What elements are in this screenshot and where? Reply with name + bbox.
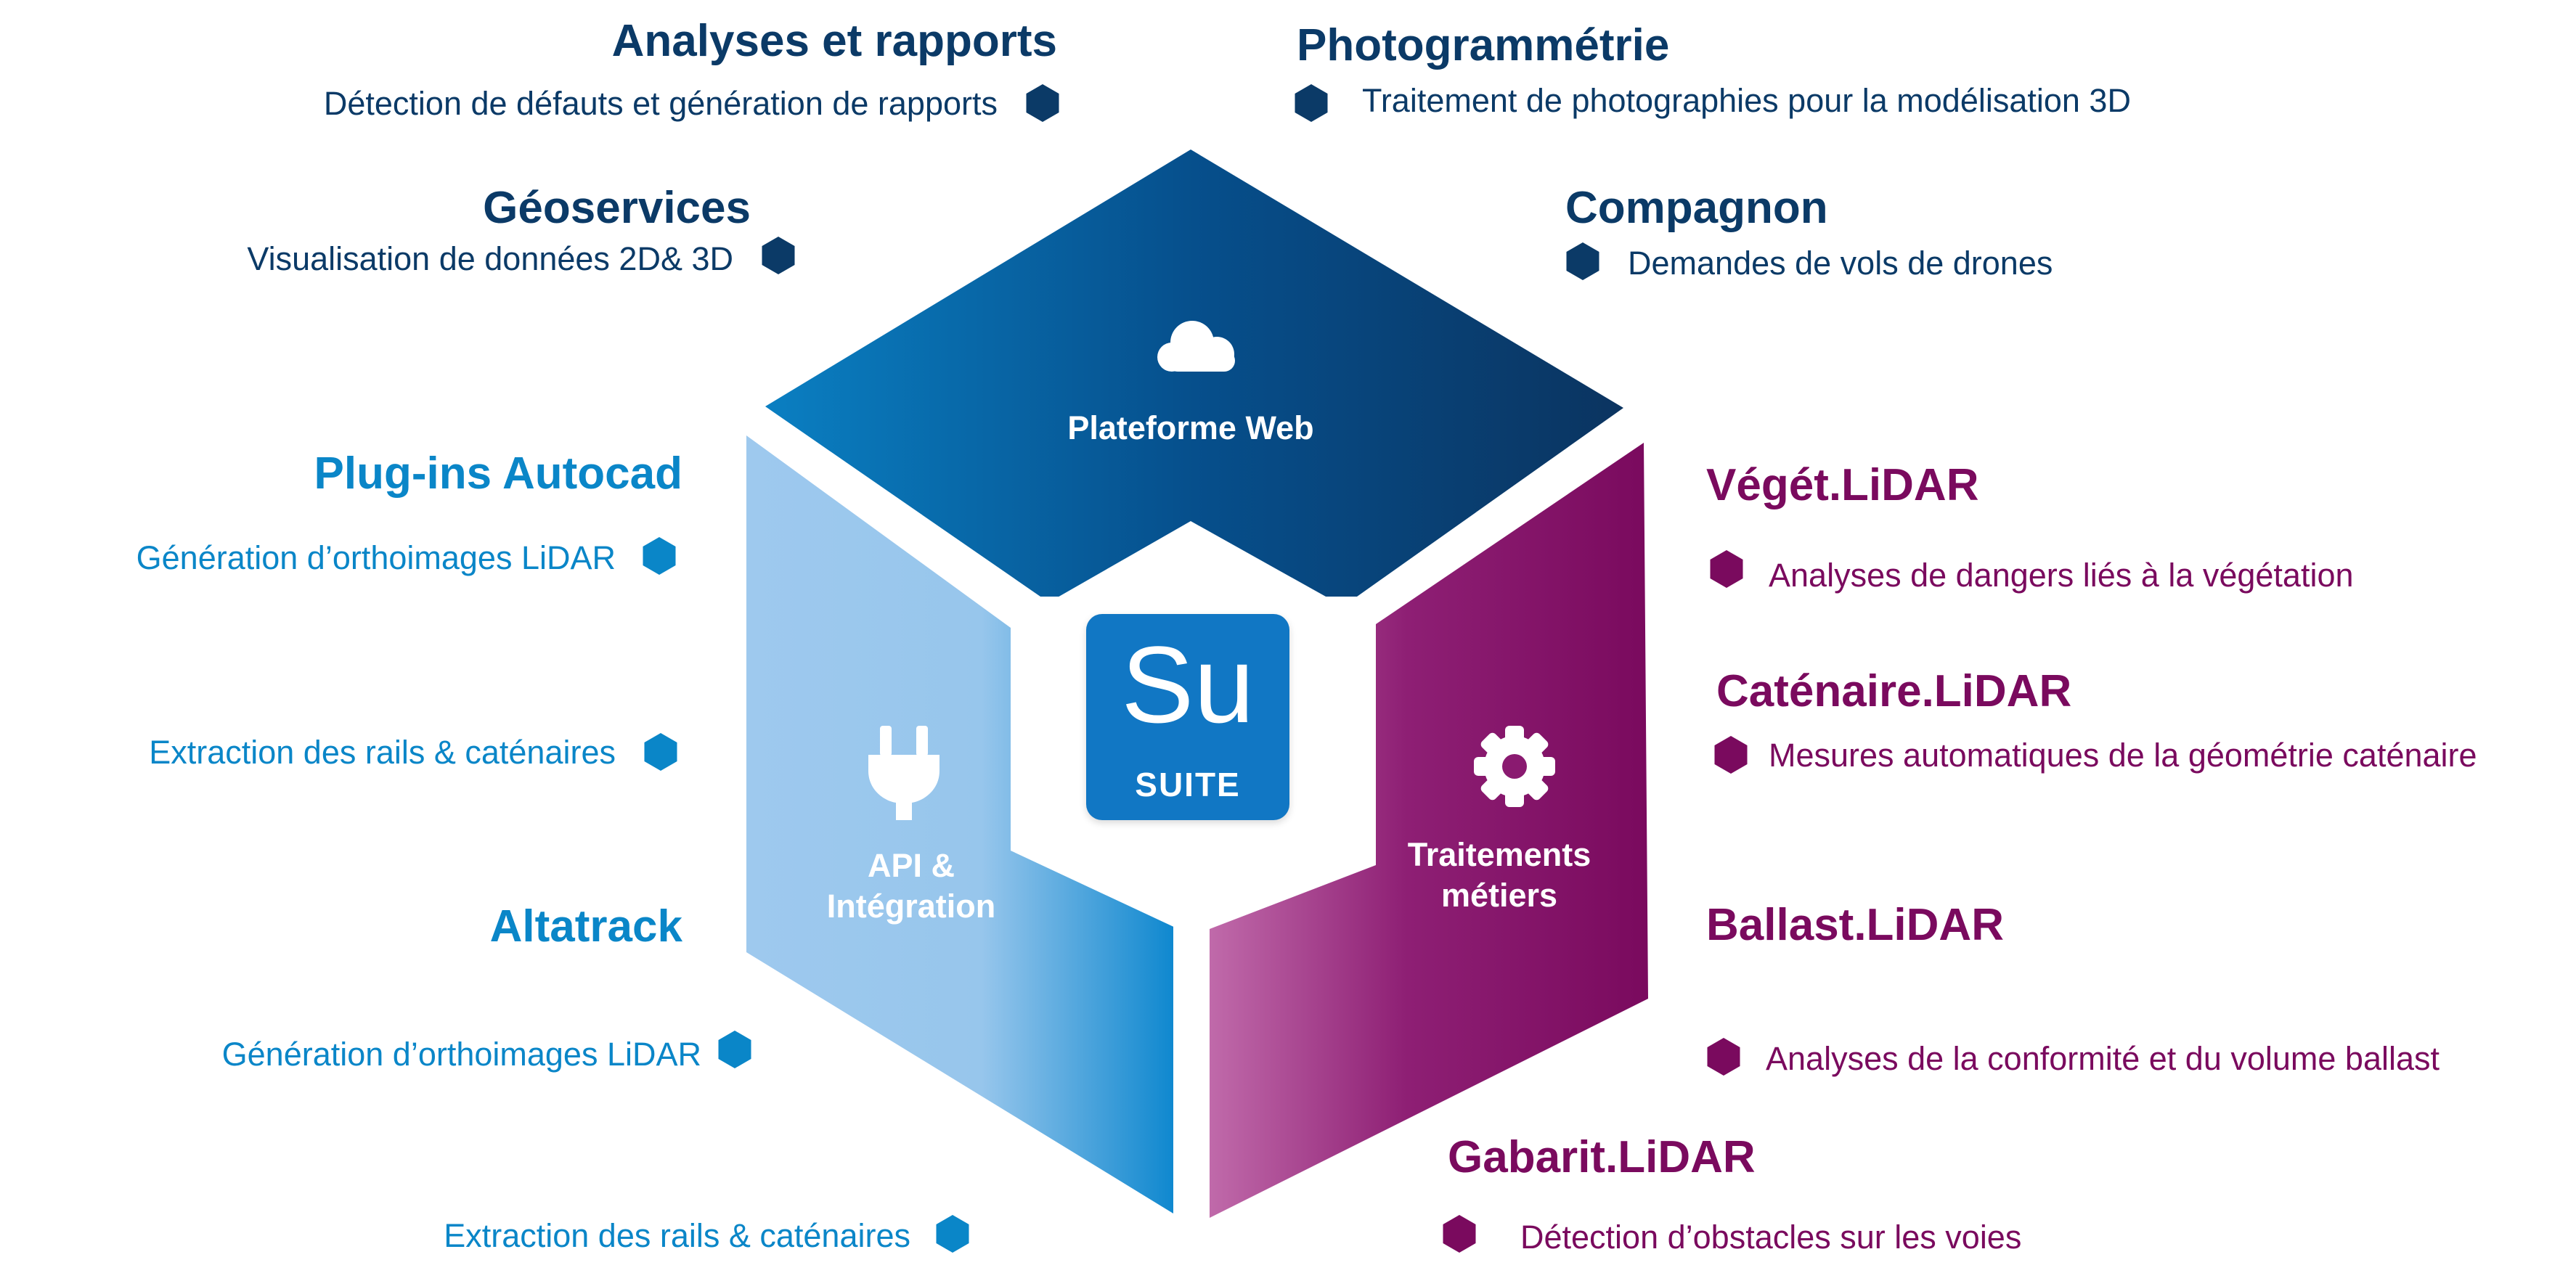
catenaire-title: Caténaire.LiDAR [1716,666,2072,716]
analyses-title: Analyses et rapports [611,16,1057,66]
photogrammetrie-bullet-hexagon-icon [1295,84,1328,122]
compagnon-bullet-hexagon-icon [1566,242,1599,280]
veget-desc: Analyses de dangers liés à la végétation [1769,557,2354,594]
label-metiers-line1: Traitements [1407,836,1591,873]
plugins-item-1: Génération d’orthoimages LiDAR [136,539,616,576]
gabarit-desc: Détection d’obstacles sur les voies [1520,1219,2022,1256]
left-face [746,435,1173,1213]
gabarit-title: Gabarit.LiDAR [1448,1132,1756,1182]
label-api-integration: API & Intégration [777,846,1046,928]
label-plateforme-web: Plateforme Web [1067,409,1314,446]
analyses-bullet-hexagon-icon [1026,84,1059,122]
suite-logo: Su SUITE [1086,614,1289,820]
gear-icon [1474,726,1555,807]
logo-symbol: Su [1121,623,1255,745]
cloud-icon [1157,321,1235,372]
altatrack-bullet-1-hexagon-icon [718,1031,751,1068]
plugins-bullet-2-hexagon-icon [644,733,677,771]
compagnon-desc: Demandes de vols de drones [1628,245,2053,282]
label-metiers-line2: métiers [1440,877,1558,914]
veget-bullet-hexagon-icon [1710,550,1743,588]
photogrammetrie-title: Photogrammétrie [1297,20,1670,70]
plugins-item-2: Extraction des rails & caténaires [149,734,616,771]
geoservices-bullet-hexagon-icon [762,237,795,274]
label-traitements-metiers: Traitements métiers [1365,835,1634,917]
altatrack-bullet-2-hexagon-icon [936,1215,969,1253]
altatrack-item-1: Génération d’orthoimages LiDAR [221,1036,701,1073]
catenaire-desc: Mesures automatiques de la géométrie cat… [1769,737,2477,774]
altatrack-title: Altatrack [489,901,682,951]
top-face [765,150,1623,597]
ballast-title: Ballast.LiDAR [1706,900,2004,950]
plugins-title: Plug-ins Autocad [314,449,682,499]
geoservices-title: Géoservices [483,183,751,233]
logo-caption: SUITE [1135,766,1241,803]
plugins-bullet-1-hexagon-icon [643,537,676,575]
photogrammetrie-desc: Traitement de photographies pour la modé… [1362,82,2131,119]
ballast-desc: Analyses de la conformité et du volume b… [1766,1040,2440,1077]
altatrack-item-2: Extraction des rails & caténaires [444,1217,910,1254]
gabarit-bullet-hexagon-icon [1443,1215,1476,1253]
plug-icon [868,726,939,820]
analyses-desc: Détection de défauts et génération de ra… [323,85,998,122]
catenaire-bullet-hexagon-icon [1714,736,1748,774]
label-api-line1: API & [867,847,955,884]
veget-title: Végét.LiDAR [1706,460,1979,510]
label-api-line2: Intégration [826,888,996,925]
right-face [1210,443,1648,1218]
ballast-bullet-hexagon-icon [1707,1038,1740,1076]
geoservices-desc: Visualisation de données 2D& 3D [247,240,733,277]
compagnon-title: Compagnon [1565,183,1828,233]
